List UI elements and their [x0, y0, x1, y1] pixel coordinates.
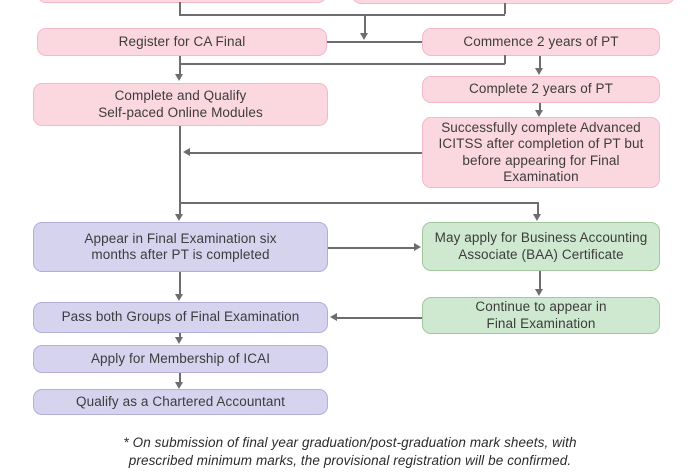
node-label: Pass both Groups of Final Examination: [61, 309, 300, 325]
connector-line: [364, 14, 366, 34]
node-register-ca-final: Register for CA Final: [37, 28, 327, 56]
connector-line: [179, 272, 181, 295]
connector-line: [539, 103, 541, 111]
connector-line: [504, 3, 506, 14]
node-apply-membership: Apply for Membership of ICAI: [33, 345, 328, 373]
arrow-down-icon: [360, 33, 368, 40]
node-label: Commence 2 years of PT: [463, 33, 619, 49]
arrow-left-icon: [183, 148, 190, 156]
node-qualify-ca: Qualify as a Chartered Accountant: [33, 389, 328, 415]
node-baa-certificate: May apply for Business Accounting Associ…: [422, 222, 660, 271]
node-commence-pt: Commence 2 years of PT: [422, 28, 660, 56]
arrow-down-icon: [175, 294, 183, 301]
connector-line: [504, 55, 506, 64]
connector-line: [539, 271, 541, 290]
arrow-down-icon: [535, 68, 543, 75]
connector-line: [179, 126, 181, 214]
node-label: Register for CA Final: [118, 33, 246, 49]
connector-line: [179, 63, 505, 65]
arrow-down-icon: [533, 214, 541, 221]
connector-line: [328, 247, 415, 249]
connector-line: [179, 56, 181, 75]
connector-line: [537, 202, 539, 215]
connector-line: [539, 56, 541, 69]
arrow-down-icon: [175, 382, 183, 389]
node-pass-both-groups: Pass both Groups of Final Examination: [33, 302, 328, 333]
node-label: Continue to appear in Final Examination: [475, 299, 607, 331]
arrow-left-icon: [330, 313, 337, 321]
connector-line: [327, 41, 422, 43]
arrow-right-icon: [414, 243, 421, 251]
node-label: Apply for Membership of ICAI: [90, 350, 271, 366]
node-cropped-top-left: [37, 0, 327, 3]
arrow-down-icon: [175, 337, 183, 344]
node-appear-final-exam: Appear in Final Examination six months a…: [33, 222, 328, 272]
node-label: May apply for Business Accounting Associ…: [434, 230, 648, 262]
connector-line: [179, 202, 538, 204]
node-self-paced-modules: Complete and Qualify Self-paced Online M…: [33, 83, 328, 126]
node-label: Complete and Qualify Self-paced Online M…: [98, 88, 263, 120]
node-continue-final-exam: Continue to appear in Final Examination: [422, 297, 660, 334]
node-label: Qualify as a Chartered Accountant: [76, 393, 285, 409]
node-label: Appear in Final Examination six months a…: [84, 230, 277, 263]
footnote: * On submission of final year graduation…: [123, 435, 577, 468]
node-label: Successfully complete Advanced ICITSS af…: [438, 119, 644, 185]
arrow-down-icon: [535, 289, 543, 296]
connector-line: [337, 317, 422, 319]
node-label: Complete 2 years of PT: [468, 81, 613, 97]
connector-line: [190, 152, 422, 154]
node-advanced-icitss: Successfully complete Advanced ICITSS af…: [422, 117, 660, 188]
node-cropped-top-right: [352, 0, 675, 4]
arrow-down-icon: [175, 214, 183, 221]
connector-line: [179, 2, 181, 14]
arrow-down-icon: [175, 74, 183, 81]
connector-line: [179, 333, 181, 339]
node-complete-pt: Complete 2 years of PT: [422, 76, 660, 103]
connector-line: [179, 14, 505, 16]
arrow-down-icon: [535, 110, 543, 117]
connector-line: [179, 373, 181, 383]
